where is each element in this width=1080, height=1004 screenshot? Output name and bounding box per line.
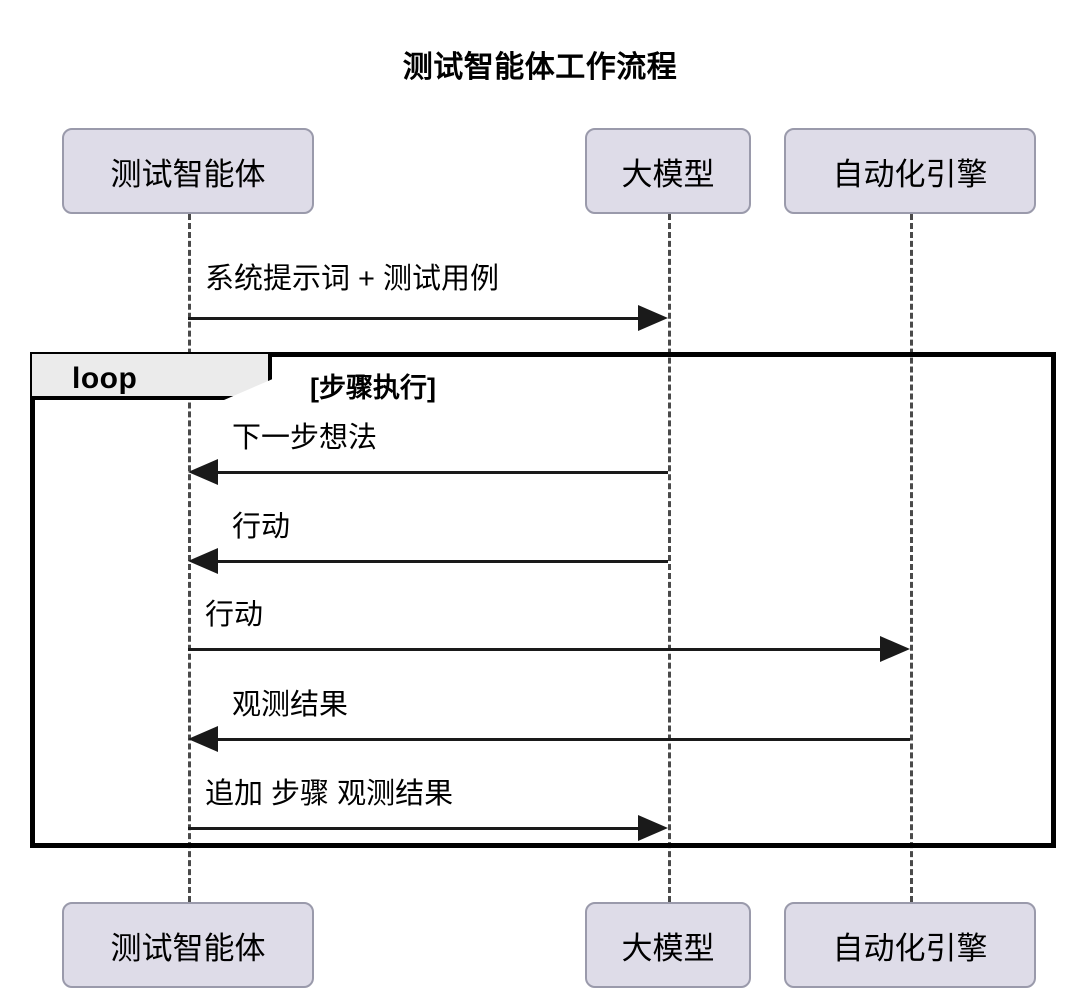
message-line-6 [188,827,640,830]
participant-label: 测试智能体 [110,156,266,192]
participant-box-llm-top[interactable]: 大模型 [585,128,751,214]
message-arrowhead-6 [638,815,668,841]
participant-box-agent-top[interactable]: 测试智能体 [62,128,314,214]
loop-fragment-tab-label: loop [72,362,138,395]
message-label-2: 下一步想法 [232,422,378,454]
participant-box-engine-top[interactable]: 自动化引擎 [784,128,1036,214]
message-label-5: 观测结果 [232,689,349,721]
participant-label: 自动化引擎 [832,156,988,192]
participant-label: 自动化引擎 [832,930,988,966]
message-arrowhead-3 [188,548,218,574]
message-arrowhead-5 [188,726,218,752]
participant-box-llm-bottom[interactable]: 大模型 [585,902,751,988]
message-line-4 [188,648,882,651]
message-label-1: 系统提示词 + 测试用例 [205,263,500,295]
lifeline-llm [668,214,671,902]
participant-label: 大模型 [621,930,715,966]
diagram-title: 测试智能体工作流程 [402,51,678,84]
loop-fragment-condition: [步骤执行] [310,373,436,403]
loop-fragment [30,352,1056,848]
message-line-3 [218,560,668,563]
participant-label: 测试智能体 [110,930,266,966]
loop-fragment-tab [32,354,272,400]
participant-box-agent-bottom[interactable]: 测试智能体 [62,902,314,988]
message-line-2 [218,471,668,474]
lifeline-engine [910,214,913,902]
message-label-4: 行动 [205,599,264,631]
message-line-1 [188,317,640,320]
message-arrowhead-2 [188,459,218,485]
message-line-5 [218,738,910,741]
message-arrowhead-1 [638,305,668,331]
message-arrowhead-4 [880,636,910,662]
message-label-3: 行动 [232,511,291,543]
participant-label: 大模型 [621,156,715,192]
message-label-6: 追加 步骤 观测结果 [205,778,454,810]
participant-box-engine-bottom[interactable]: 自动化引擎 [784,902,1036,988]
